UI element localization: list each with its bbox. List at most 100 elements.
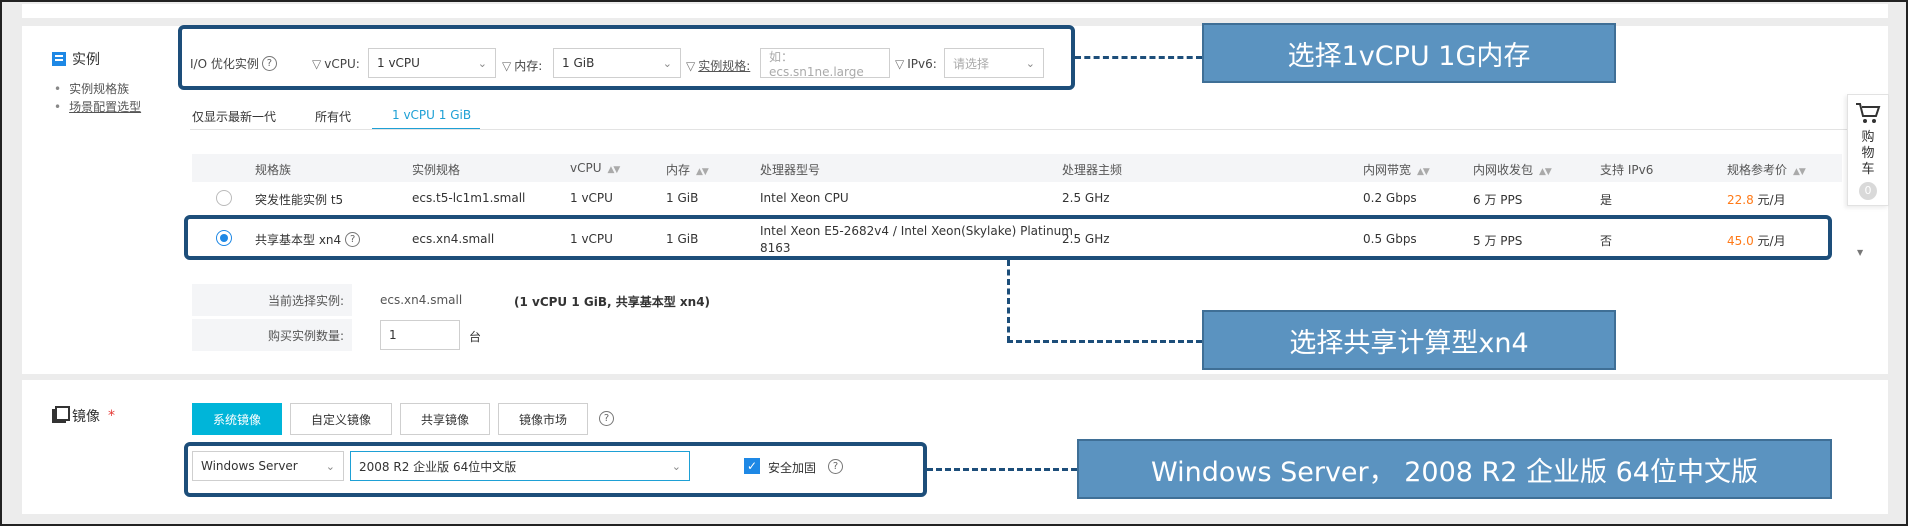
current-selection-detail: (1 vCPU 1 GiB, 共享基本型 xn4) [514,295,711,309]
callout-select-vcpu-mem: 选择1vCPU 1G内存 [1202,23,1616,83]
sort-icon: ▲▼ [1793,167,1806,177]
header-ipv6: 支持 IPv6 [1600,163,1654,177]
cart-panel[interactable]: 购物车 0 [1847,94,1889,206]
ipv6-select[interactable]: 请选择⌄ [944,48,1044,78]
header-spec: 实例规格 [412,163,461,177]
tab-image-market[interactable]: 镜像市场 [498,403,588,435]
cart-count-badge: 0 [1859,182,1877,200]
help-icon: ? [828,459,843,474]
spec-input[interactable]: 如：ecs.sn1ne.large [760,48,890,79]
row1-ipv6: 是 [1600,193,1613,207]
row2-ipv6: 否 [1600,234,1613,248]
vcpu-filter-label: ▽vCPU: [312,57,360,71]
tab-divider [190,129,1870,130]
row1-freq: 2.5 GHz [1062,191,1110,205]
header-family: 规格族 [255,163,292,177]
quantity-label: 购买实例数量: [192,319,352,351]
row2-cpu-line2: 8163 [760,241,791,255]
row1-spec: ecs.t5-lc1m1.small [412,191,526,205]
memory-select[interactable]: 1 GiB⌄ [553,48,681,78]
highlight-filters [178,25,1075,90]
header-cpu-model: 处理器型号 [760,163,821,177]
tab-all-generations[interactable]: 所有代 [315,110,352,124]
quantity-unit: 台 [469,330,482,344]
top-card-edge [22,4,1888,18]
cart-icon [1856,103,1881,123]
row1-vcpu: 1 vCPU [570,191,613,205]
chevron-down-icon: ⌄ [662,56,672,70]
ipv6-filter-label: ▽IPv6: [895,57,937,71]
highlight-row2 [184,215,1832,260]
row2-vcpu: 1 vCPU [570,232,613,246]
header-price[interactable]: 规格参考价▲▼ [1727,163,1806,177]
row2-cpu: Intel Xeon E5-2682v4 / Intel Xeon(Skylak… [760,224,1073,238]
link-scenario-select[interactable]: 场景配置选型 [54,98,141,115]
header-cpu-freq: 处理器主频 [1062,163,1123,177]
tab-system-image[interactable]: 系统镜像 [192,403,282,435]
current-selection-value: ecs.xn4.small [380,293,463,307]
io-optimized-label: I/O 优化实例 ? [190,55,277,72]
connector-3 [927,468,1077,471]
row2-bandwidth: 0.5 Gbps [1363,232,1417,246]
vcpu-select[interactable]: 1 vCPU⌄ [368,48,496,78]
chevron-down-icon: ⌄ [671,459,681,473]
version-select[interactable]: 2008 R2 企业版 64位中文版⌄ [350,451,690,481]
image-help[interactable]: ? [599,410,614,426]
os-select[interactable]: Windows Server⌄ [192,451,344,481]
tab-latest-only[interactable]: 仅显示最新一代 [192,110,277,124]
header-bandwidth[interactable]: 内网带宽▲▼ [1363,163,1430,177]
filter-icon: ▽ [312,57,322,71]
instance-title-text: 实例 [72,52,100,68]
security-label: 安全加固 [768,461,817,475]
tab-shared-image[interactable]: 共享镜像 [400,403,490,435]
quantity-input[interactable]: 1 [380,320,460,350]
header-pps[interactable]: 内网收发包▲▼ [1473,163,1552,177]
row1-pps: 6 万 PPS [1473,193,1523,207]
header-vcpu[interactable]: vCPU▲▼ [570,161,621,175]
row2-freq: 2.5 GHz [1062,232,1110,246]
table-header [192,154,1842,182]
current-selection-label: 当前选择实例: [192,284,352,316]
connector-2-horizontal [1007,340,1202,343]
filter-icon: ▽ [502,58,512,73]
row2-memory: 1 GiB [666,232,699,246]
header-memory[interactable]: 内存▲▼ [666,163,709,177]
chevron-down-icon: ⌄ [325,459,335,473]
cart-label: 购物车 [1861,130,1875,177]
callout-select-windows: Windows Server， 2008 R2 企业版 64位中文版 [1077,439,1832,499]
row2-family: 共享基本型 xn4? [255,231,361,248]
help-icon: ? [599,411,614,426]
instance-icon [52,52,66,66]
security-help[interactable]: ? [828,458,843,474]
row2-radio[interactable] [216,230,232,246]
scroll-down-arrow[interactable]: ▼ [1857,248,1864,257]
security-checkbox[interactable]: ✓ [744,458,760,474]
image-section-title: 镜像* [52,406,115,426]
filter-icon: ▽ [686,58,696,73]
tab-1vcpu-1gib[interactable]: 1 vCPU 1 GiB [392,108,472,122]
row1-radio[interactable] [216,190,232,206]
chevron-down-icon: ⌄ [477,56,487,70]
row1-cpu: Intel Xeon CPU [760,191,849,205]
row1-bandwidth: 0.2 Gbps [1363,191,1417,205]
sort-icon: ▲▼ [1539,167,1552,177]
sort-icon: ▲▼ [696,167,709,177]
row1-family: 突发性能实例 t5 [255,193,344,207]
tab-custom-image[interactable]: 自定义镜像 [290,403,392,435]
image-icon [52,406,70,423]
help-icon[interactable]: ? [261,56,277,71]
spec-filter-label: ▽实例规格: [686,58,751,74]
sort-icon: ▲▼ [607,165,621,175]
memory-filter-label: ▽内存: [502,58,543,74]
row2-pps: 5 万 PPS [1473,234,1523,248]
link-instance-family[interactable]: 实例规格族 [54,80,129,97]
sort-icon: ▲▼ [1417,167,1430,177]
row1-price: 22.8 元/月 [1727,193,1786,207]
help-icon[interactable]: ? [345,232,361,247]
instance-section-title: 实例 [52,49,100,69]
row2-spec: ecs.xn4.small [412,232,495,246]
connector-1 [1075,56,1202,59]
row2-price: 45.0 元/月 [1727,234,1786,248]
row1-memory: 1 GiB [666,191,699,205]
